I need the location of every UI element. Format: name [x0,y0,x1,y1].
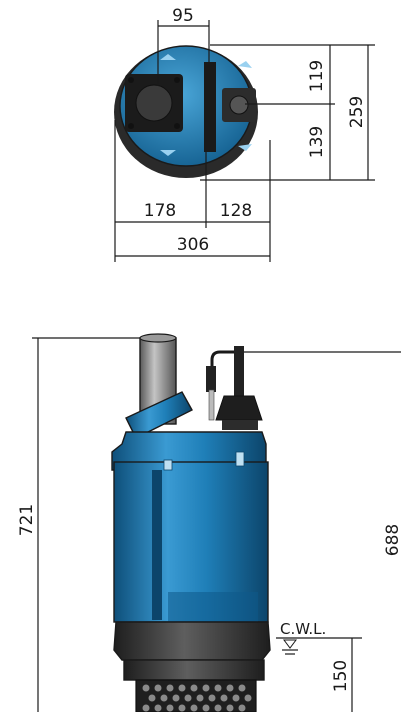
dim-688: 688 [240,351,401,556]
dim-150-label: 150 [331,660,351,692]
dim-vertical-right: 119 139 259 [200,44,375,181]
dim-259-label: 259 [347,96,367,128]
dim-95-label: 95 [172,6,194,26]
side-view: 721 688 [17,333,401,712]
motor-housing [111,431,269,623]
dim-178-label: 178 [144,201,176,221]
discharge-pipe [125,333,193,439]
dim-688-label: 688 [383,524,401,556]
power-cable [206,346,263,430]
lifting-handle [204,62,216,152]
top-view: 95 119 139 259 178 128 306 [114,6,375,262]
dim-horizontal-bottom: 178 128 306 [114,120,271,262]
dim-95: 95 [157,6,210,86]
cwl-label: C.W.L. [280,620,326,638]
pump-top-body [114,45,258,178]
dim-139-label: 139 [307,126,327,158]
cwl-marker: C.W.L. 150 [276,620,362,712]
dim-128-label: 128 [220,201,252,221]
dim-721: 721 [17,337,150,712]
dim-306-label: 306 [177,235,209,255]
dim-119-label: 119 [307,60,327,92]
strainer [135,679,257,712]
pump-casing [113,621,271,681]
dim-721-label: 721 [17,504,37,536]
